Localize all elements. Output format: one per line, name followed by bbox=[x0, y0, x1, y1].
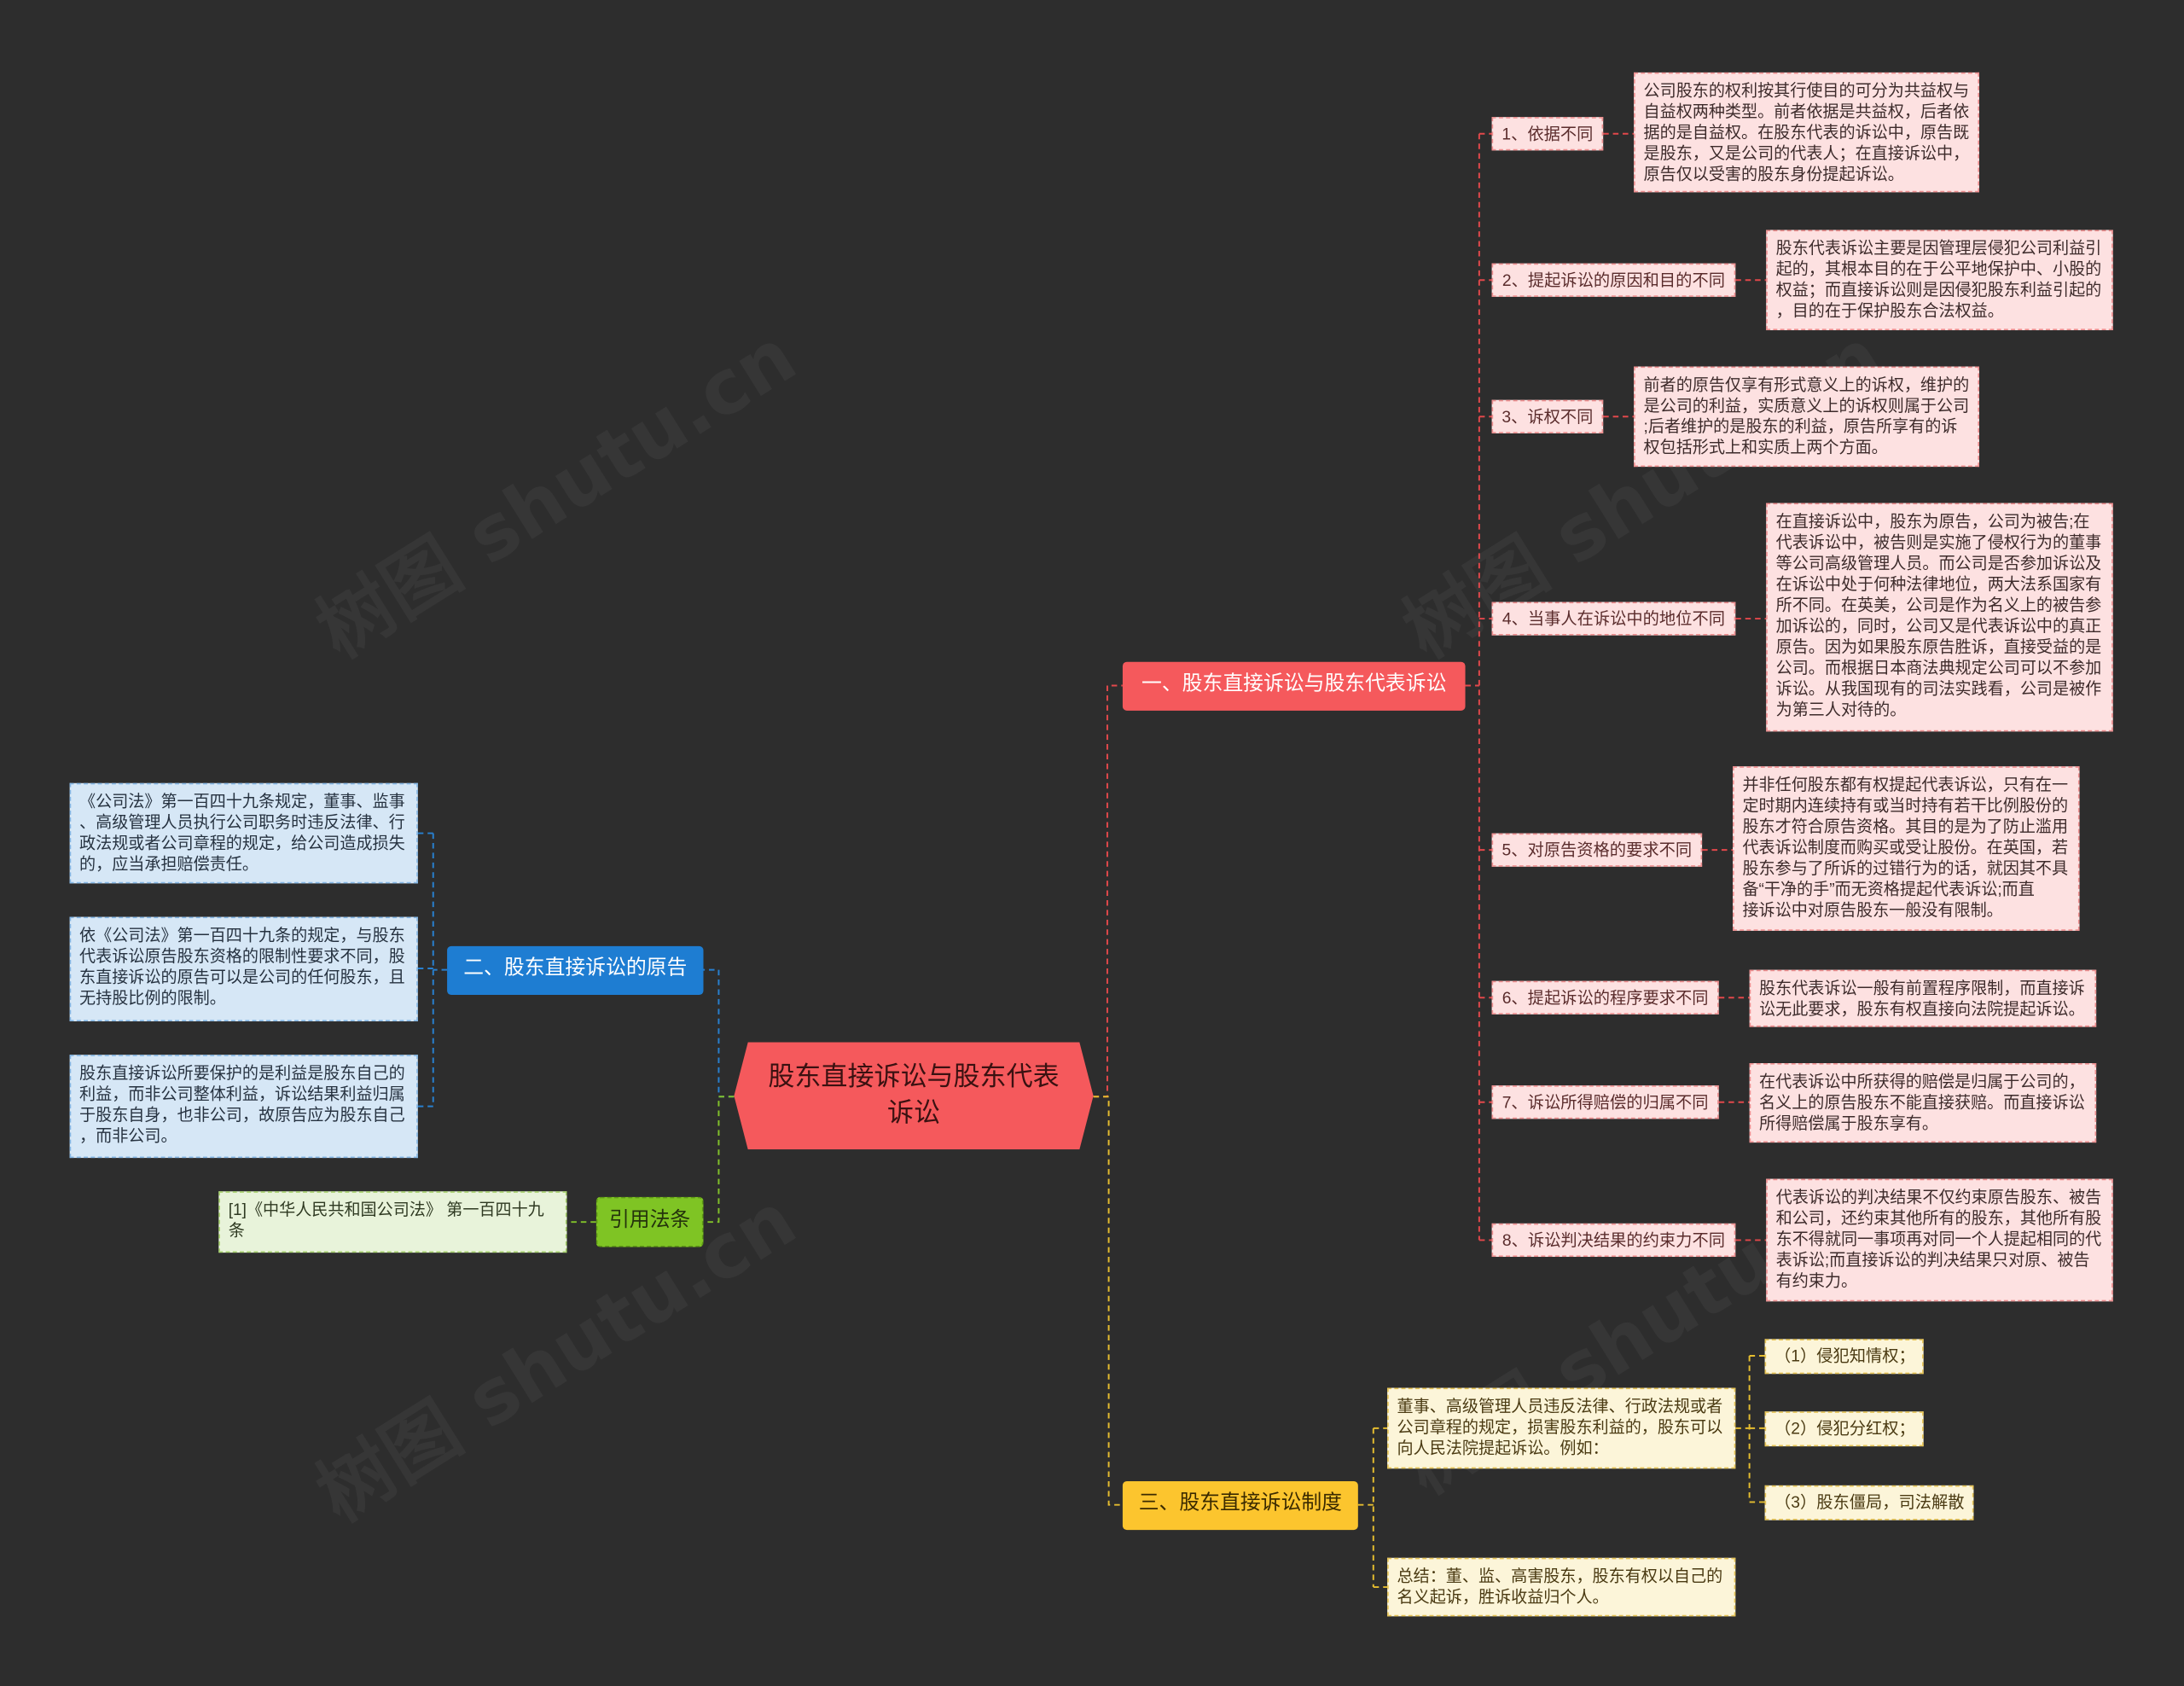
connector-branch1-trunk bbox=[1465, 133, 1480, 1241]
detail-plaintiff-qualification[interactable]: 并非任何股东都有权提起代表诉讼，只有在一 定时期内连续持有或当时持有若干比例股份… bbox=[1733, 766, 2080, 931]
subtopic-plaintiff-qualification[interactable]: 5、对原告资格的要求不同 bbox=[1491, 833, 1703, 867]
subtopic-cause-and-purpose[interactable]: 2、提起诉讼的原因和目的不同 bbox=[1491, 263, 1736, 297]
subtopic-compensation-ownership[interactable]: 7、诉讼所得赔偿的归属不同 bbox=[1491, 1085, 1719, 1119]
detail-right-of-action[interactable]: 前者的原告仅享有形式意义上的诉权，维护的 是公司的利益，实质意义上的诉权则属于公… bbox=[1634, 366, 1979, 468]
connector-central-citation bbox=[703, 1096, 735, 1224]
detail-any-shareholder-plaintiff[interactable]: 依《公司法》第一百四十九条的规定，与股东 代表诉讼原告股东资格的限制性要求不同，… bbox=[69, 916, 418, 1022]
detail-shareholder-own-interest[interactable]: 股东直接诉讼所要保护的是利益是股东自己的 利益，而非公司整体利益，诉讼结果利益归… bbox=[69, 1055, 418, 1159]
connector-branch3-trunk bbox=[1357, 1427, 1388, 1589]
connector-central-branch2 bbox=[703, 968, 735, 1098]
detail-procedure[interactable]: 股东代表诉讼一般有前置程序限制，而直接诉 讼无此要求，股东有权直接向法院提起诉讼… bbox=[1749, 969, 2097, 1027]
connector-central-branch3 bbox=[1093, 1096, 1123, 1506]
connector-branch2-trunk bbox=[417, 832, 448, 1108]
branch-cited-law[interactable]: 引用法条 bbox=[595, 1196, 704, 1247]
detail-cited-company-law[interactable]: [1]《中华人民共和国公司法》 第一百四十九 条 bbox=[218, 1191, 567, 1253]
detail-judgment-binding-force[interactable]: 代表诉讼的判决结果不仅约束原告股东、被告 和公司，还约束其他所有的股东，其他所有… bbox=[1766, 1178, 2113, 1302]
example-shareholder-deadlock[interactable]: （3）股东僵局，司法解散 bbox=[1764, 1485, 1974, 1520]
subtopic-party-status[interactable]: 4、当事人在诉讼中的地位不同 bbox=[1491, 602, 1736, 636]
connector-branch3-examples bbox=[1735, 1354, 1765, 1503]
detail-party-status[interactable]: 在直接诉讼中，股东为原告，公司为被告;在 代表诉讼中，被告则是实施了侵权行为的董… bbox=[1766, 503, 2113, 732]
central-topic[interactable]: 股东直接诉讼与股东代表 诉讼 bbox=[734, 1043, 1093, 1150]
branch-direct-suit-plaintiff[interactable]: 二、股东直接诉讼的原告 bbox=[447, 945, 704, 996]
detail-company-law-article-149[interactable]: 《公司法》第一百四十九条规定，董事、监事 、高级管理人员执行公司职务时违反法律、… bbox=[69, 782, 418, 884]
detail-directors-violation[interactable]: 董事、高级管理人员违反法律、行政法规或者 公司章程的规定，损害股东利益的，股东可… bbox=[1387, 1387, 1736, 1469]
subtopic-right-of-action[interactable]: 3、诉权不同 bbox=[1491, 399, 1604, 433]
example-right-to-information[interactable]: （1）侵犯知情权； bbox=[1764, 1339, 1924, 1375]
detail-compensation-ownership[interactable]: 在代表诉讼中所获得的赔偿是归属于公司的， 名义上的原告股东不能直接获赔。而直接诉… bbox=[1749, 1063, 2097, 1143]
branch-direct-suit-system[interactable]: 三、股东直接诉讼制度 bbox=[1122, 1480, 1358, 1531]
example-dividend-right[interactable]: （2）侵犯分红权； bbox=[1764, 1411, 1924, 1447]
subtopic-basis[interactable]: 1、依据不同 bbox=[1491, 117, 1604, 151]
subtopic-judgment-binding-force[interactable]: 8、诉讼判决结果的约束力不同 bbox=[1491, 1223, 1736, 1258]
connector-sub-detail bbox=[1603, 132, 1767, 1241]
detail-basis[interactable]: 公司股东的权利按其行使目的可分为共益权与 自益权两种类型。前者依据是共益权，后者… bbox=[1634, 72, 1979, 193]
branch-direct-vs-derivative-suit[interactable]: 一、股东直接诉讼与股东代表诉讼 bbox=[1122, 661, 1466, 711]
detail-cause-and-purpose[interactable]: 股东代表诉讼主要是因管理层侵犯公司利益引 起的，其根本目的在于公平地保护中、小股… bbox=[1766, 230, 2113, 331]
detail-summary[interactable]: 总结：董、监、高害股东，股东有权以自己的 名义起诉，胜诉收益归个人。 bbox=[1387, 1557, 1736, 1617]
connector-branch1-sub bbox=[1478, 132, 1492, 1241]
connector-central-branch1 bbox=[1093, 684, 1123, 1098]
subtopic-procedure[interactable]: 6、提起诉讼的程序要求不同 bbox=[1491, 980, 1719, 1015]
